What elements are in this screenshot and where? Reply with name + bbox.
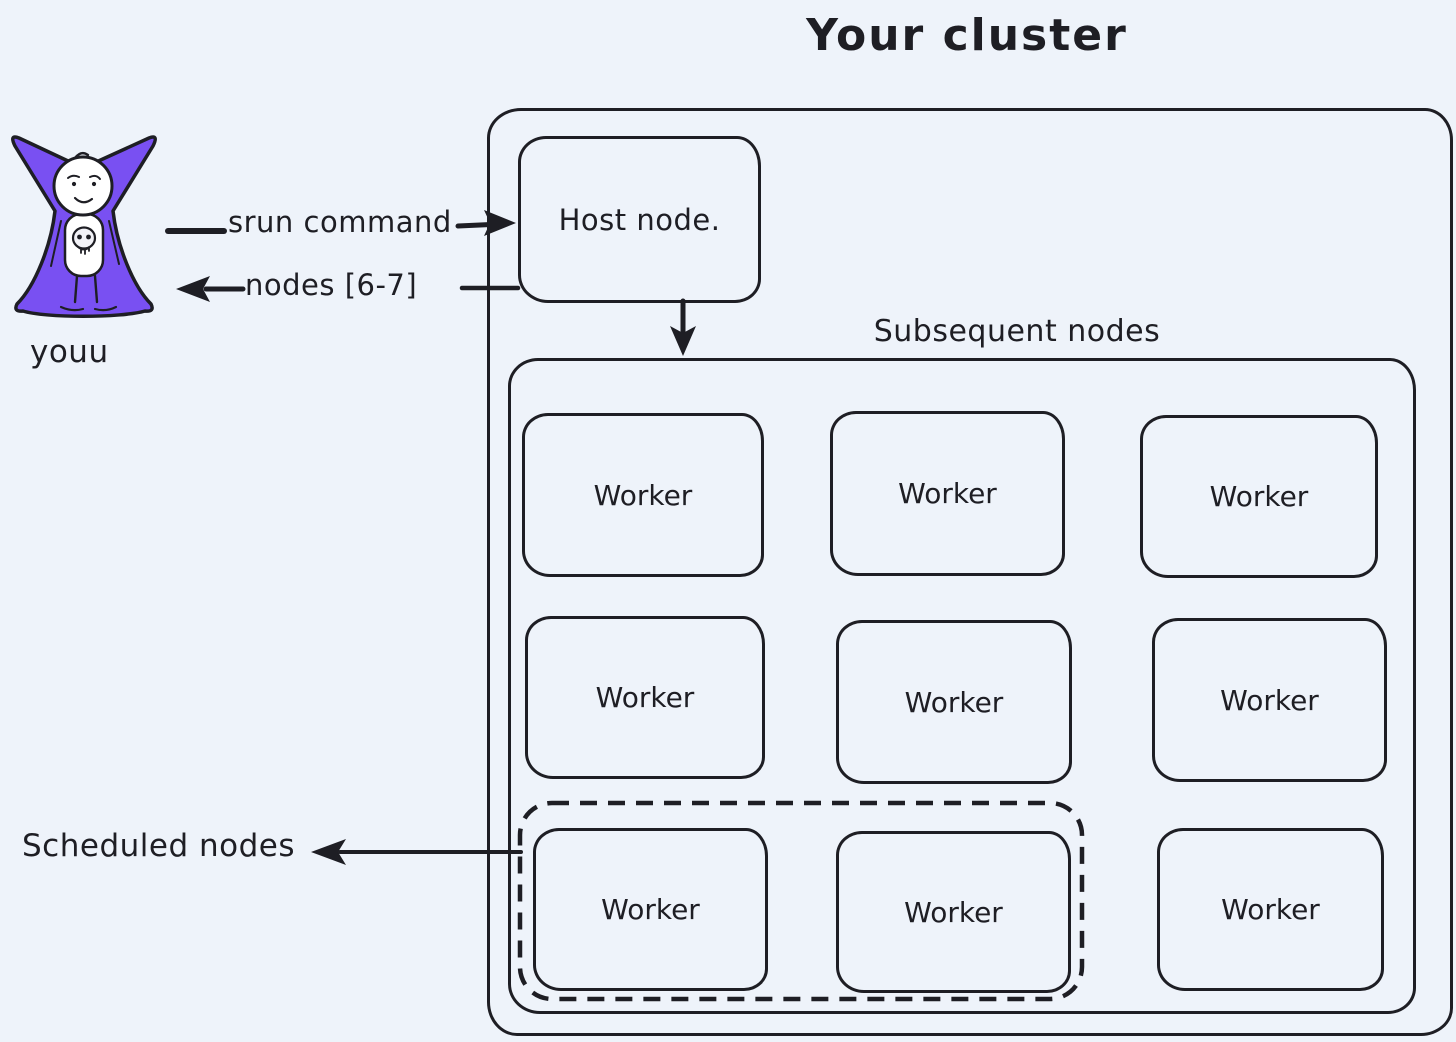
actor-label: youu [30,334,109,370]
skull-eye [86,234,91,240]
worker-node-box: Worker [1140,415,1378,578]
worker-node-label: Worker [1209,480,1309,513]
feet-lines [59,305,118,312]
eye [91,181,97,187]
nodes-return-label: nodes [6-7] [245,268,418,302]
worker-node-box: Worker [836,620,1072,784]
scheduled-callout-arrowhead-left-icon [311,839,346,865]
smile [73,196,94,204]
worker-node-box-scheduled: Worker [533,828,768,991]
eyebrows [67,174,101,180]
worker-node-box: Worker [1152,618,1387,782]
worker-node-label: Worker [898,477,997,510]
worker-node-label: Worker [904,685,1004,719]
host-node-box: Host node. [518,136,761,303]
skull-jaw [77,246,91,255]
worker-node-box: Worker [525,616,765,779]
srun-command-label: srun command [228,205,452,239]
worker-node-box: Worker [1157,828,1384,991]
worker-node-label: Worker [593,478,693,512]
cluster-boundary-box [487,108,1453,1036]
skull-icon [71,226,97,250]
hair-tuft [73,151,90,160]
worker-node-box: Worker [830,411,1065,576]
head-shape [52,155,114,217]
nodes-return-arrowhead-left-icon [176,276,210,302]
worker-node-label: Worker [1221,893,1320,926]
worker-node-label: Worker [1220,683,1319,717]
skull-eye [77,234,82,240]
legs-lines [73,274,99,304]
worker-node-label: Worker [904,895,1003,929]
scheduled-nodes-label: Scheduled nodes [22,828,295,864]
subsequent-nodes-box [508,358,1416,1014]
host-node-label: Host node. [558,202,721,237]
worker-node-box: Worker [522,413,764,577]
diagram-title: Your cluster [806,10,1128,61]
eye [71,181,77,187]
worker-node-box-scheduled: Worker [836,831,1071,993]
caped-person-with-skull-shirt-icon [11,135,157,318]
subsequent-nodes-label: Subsequent nodes [873,314,1161,349]
arm-lines [50,220,120,267]
worker-node-label: Worker [601,893,700,926]
worker-node-label: Worker [595,681,695,714]
